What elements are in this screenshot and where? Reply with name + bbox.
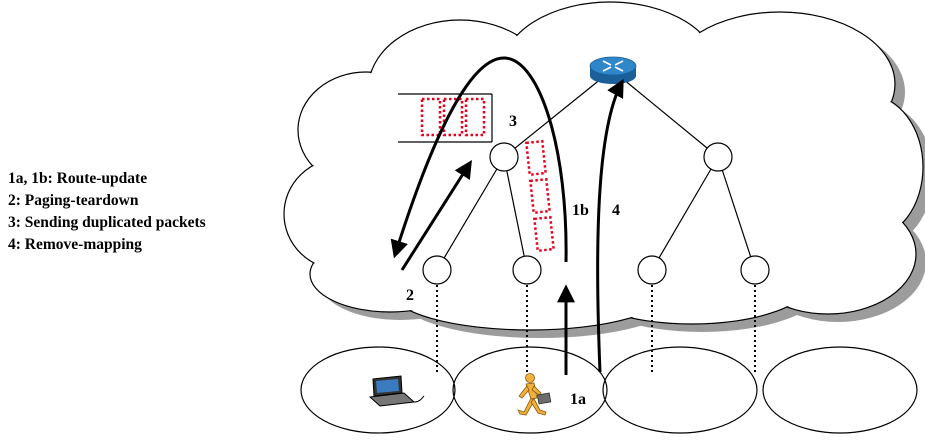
tree-links bbox=[436, 69, 756, 271]
node-leaf-4 bbox=[740, 255, 770, 285]
label-step-4: 4 bbox=[612, 202, 620, 219]
link-mid-right-leaf3 bbox=[651, 156, 719, 271]
router-icon bbox=[589, 56, 637, 84]
legend: 1a, 1b: Route-update 2: Paging-teardown … bbox=[8, 168, 206, 256]
label-step-1b: 1b bbox=[572, 202, 589, 219]
legend-item-duplicated-packets: 3: Sending duplicated packets bbox=[8, 214, 206, 231]
label-step-1a: 1a bbox=[570, 391, 586, 408]
arrow-step-1b-2 bbox=[390, 56, 568, 263]
signaling-arrows bbox=[390, 56, 624, 375]
legend-item-paging-teardown: 2: Paging-teardown bbox=[8, 192, 139, 209]
link-root-right bbox=[611, 69, 719, 158]
link-root-left bbox=[503, 69, 613, 158]
node-leaf-1 bbox=[422, 255, 452, 285]
cell-1 bbox=[300, 346, 456, 434]
arrow-step-4 bbox=[596, 78, 624, 373]
label-step-3: 3 bbox=[509, 113, 517, 130]
cell-2 bbox=[452, 346, 608, 434]
node-mid-left bbox=[489, 142, 519, 172]
access-cells bbox=[300, 346, 918, 434]
legend-item-route-update: 1a, 1b: Route-update bbox=[8, 170, 148, 187]
node-leaf-2 bbox=[512, 255, 542, 285]
link-mid-left-leaf2 bbox=[503, 156, 528, 271]
node-mid-right bbox=[703, 142, 733, 172]
link-mid-right-leaf4 bbox=[717, 156, 756, 271]
cell-3 bbox=[602, 346, 758, 434]
packet-buffer bbox=[398, 93, 493, 143]
laptop-icon bbox=[368, 375, 425, 407]
link-mid-left-leaf1 bbox=[436, 156, 505, 271]
cell-4 bbox=[762, 346, 918, 434]
duplicated-packets bbox=[524, 139, 556, 253]
arrow-step-3 bbox=[400, 159, 472, 271]
label-step-2: 2 bbox=[406, 287, 414, 304]
node-leaf-3 bbox=[637, 255, 667, 285]
tree-nodes bbox=[422, 142, 770, 285]
walking-user-icon bbox=[517, 373, 552, 416]
legend-item-remove-mapping: 4: Remove-mapping bbox=[8, 236, 142, 253]
